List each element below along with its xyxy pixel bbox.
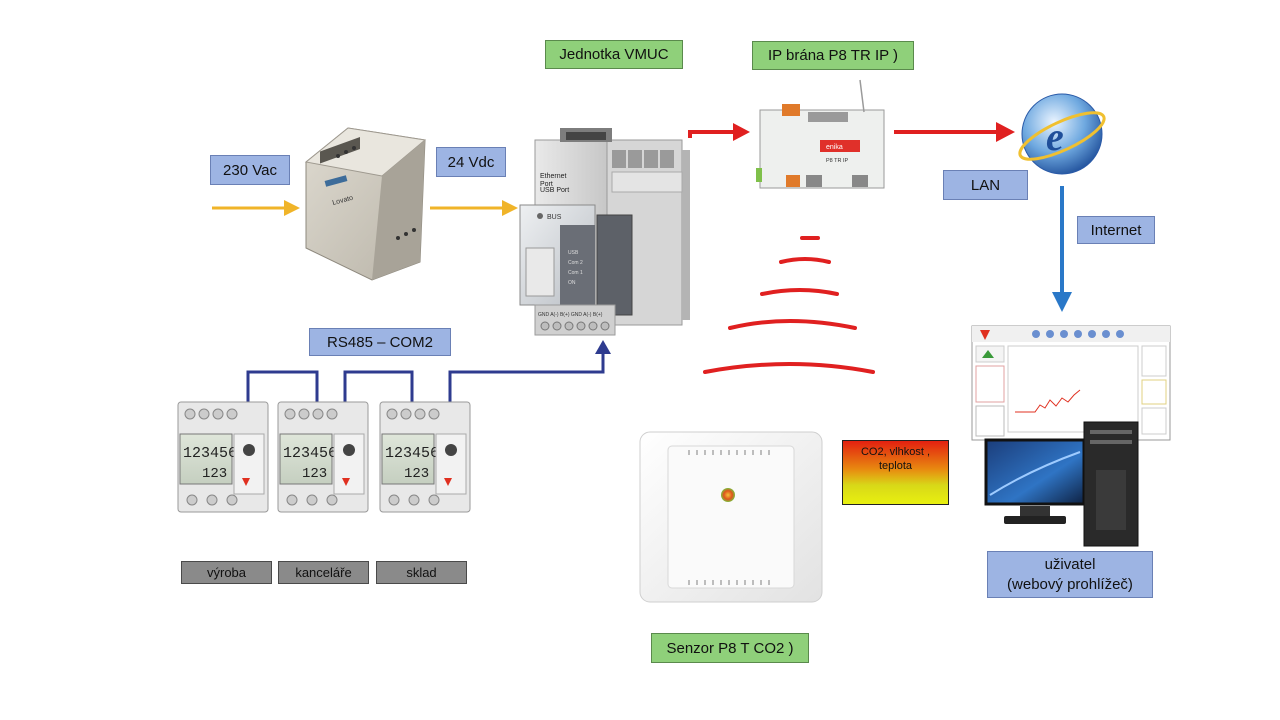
svg-text:P8 TR IP: P8 TR IP [826,158,849,164]
output-voltage-label: 24 Vdc [436,147,506,177]
meter-location-production: výroba [181,561,272,584]
wireless-signal-icon [703,236,875,374]
internet-arrow [1052,186,1072,312]
internet-label: Internet [1077,216,1155,244]
power-supply-device: Lovato [304,127,427,281]
meter-display-top: 1234567 [283,445,346,462]
meter-display-top: 1234567 [385,445,448,462]
meter-display-bottom: 123 [404,466,429,482]
co2-sensor-device [639,431,823,603]
svg-text:GND A(-) B(+) GND A(-) B(: GND A(-) B(+) GND A(-) B(+) [538,312,603,318]
svg-text:enika: enika [826,144,843,151]
rs485-bus-line [246,340,611,402]
svg-text:USB: USB [568,250,579,256]
meter-display-top: 1234567 [183,445,246,462]
svg-text:ON: ON [568,280,576,286]
meter-location-offices: kanceláře [278,561,369,584]
svg-text:Com 1: Com 1 [568,270,583,276]
meter-location-warehouse: sklad [376,561,467,584]
vmuc-unit-device: Ethernet Port USB Port BUS USB Com 2 Com… [519,128,690,336]
power-output-arrow [430,200,518,216]
sensor-label: Senzor P8 T CO2 ) [651,633,809,663]
sensor-values-label: CO2, vlhkost , teplota [842,440,949,505]
lan-label: LAN [943,170,1028,200]
meter-display-bottom: 123 [202,466,227,482]
vmuc-to-gateway-arrow [688,123,750,141]
ip-gateway-label: IP brána P8 TR IP ) [752,41,914,70]
input-voltage-label: 230 Vac [210,155,290,185]
vmuc-unit-label: Jednotka VMUC [545,40,683,69]
svg-text:Com 2: Com 2 [568,260,583,266]
energy-meter-2: 1234567 123 [277,401,369,513]
power-input-arrow [212,200,300,216]
svg-text:Ethernet: Ethernet [540,173,567,180]
internet-globe-icon: e [1018,93,1106,175]
energy-meter-3: 1234567 123 [379,401,471,513]
energy-meter-1: 1234567 123 [177,401,269,513]
ip-gateway-device: enika P8 TR IP [756,79,885,189]
user-browser-label: uživatel (webový prohlížeč) [987,551,1153,598]
svg-text:e: e [1046,114,1064,159]
rs485-bus-label: RS485 – COM2 [309,328,451,356]
gateway-to-lan-arrow [894,122,1015,142]
svg-text:USB Port: USB Port [540,187,569,194]
svg-text:Port: Port [540,181,553,188]
meter-display-bottom: 123 [302,466,327,482]
svg-text:BUS: BUS [547,214,562,221]
user-computer [971,325,1171,547]
